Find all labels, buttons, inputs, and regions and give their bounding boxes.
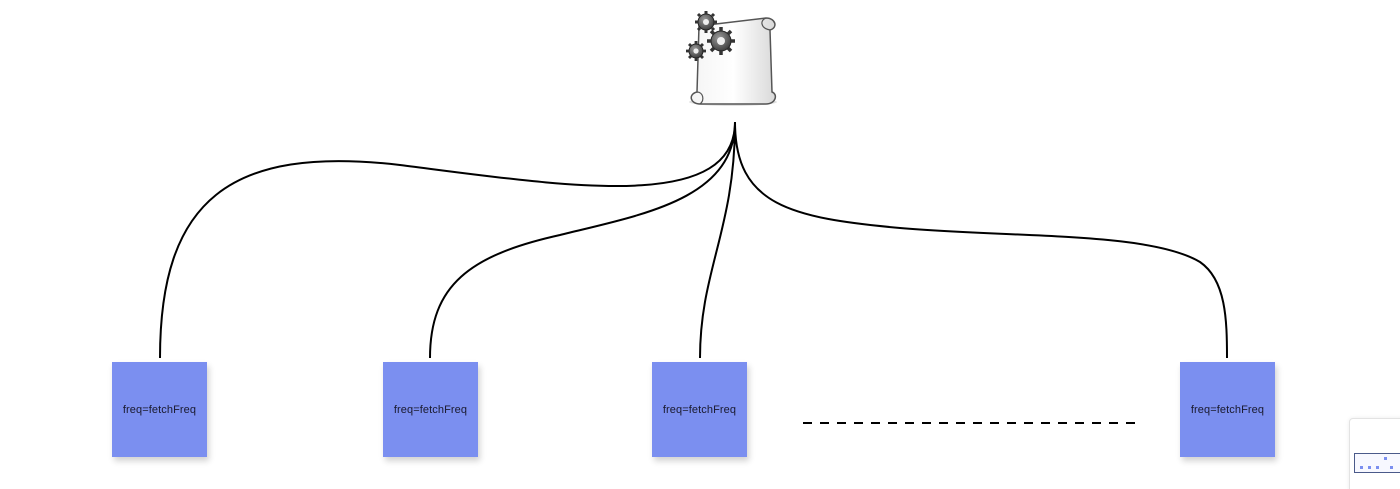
minimap-viewport-frame[interactable]: [1354, 453, 1400, 473]
sticky-note-label: freq=fetchFreq: [122, 403, 197, 416]
minimap-node-dot: [1376, 466, 1379, 469]
minimap-node-dot: [1384, 457, 1387, 460]
edge-root-note-3[interactable]: [699, 121, 736, 359]
minimap-node-dot: [1360, 466, 1363, 469]
minimap-icon[interactable]: [1349, 418, 1400, 489]
sticky-note-3[interactable]: freq=fetchFreq: [652, 362, 747, 457]
sticky-note-label: freq=fetchFreq: [662, 403, 737, 416]
edge-root-note-4[interactable]: [734, 121, 1228, 359]
minimap-node-dot: [1390, 466, 1393, 469]
minimap-node-dot: [1368, 466, 1371, 469]
edge-root-note-1[interactable]: [159, 121, 736, 359]
sticky-note-label: freq=fetchFreq: [393, 403, 468, 416]
sticky-note-4[interactable]: freq=fetchFreq: [1180, 362, 1275, 457]
edge-root-note-2[interactable]: [429, 121, 736, 359]
sticky-note-2[interactable]: freq=fetchFreq: [383, 362, 478, 457]
sticky-note-1[interactable]: freq=fetchFreq: [112, 362, 207, 457]
script-gears-icon[interactable]: [686, 11, 777, 106]
sticky-note-label: freq=fetchFreq: [1190, 403, 1265, 416]
edges: [159, 121, 1228, 359]
